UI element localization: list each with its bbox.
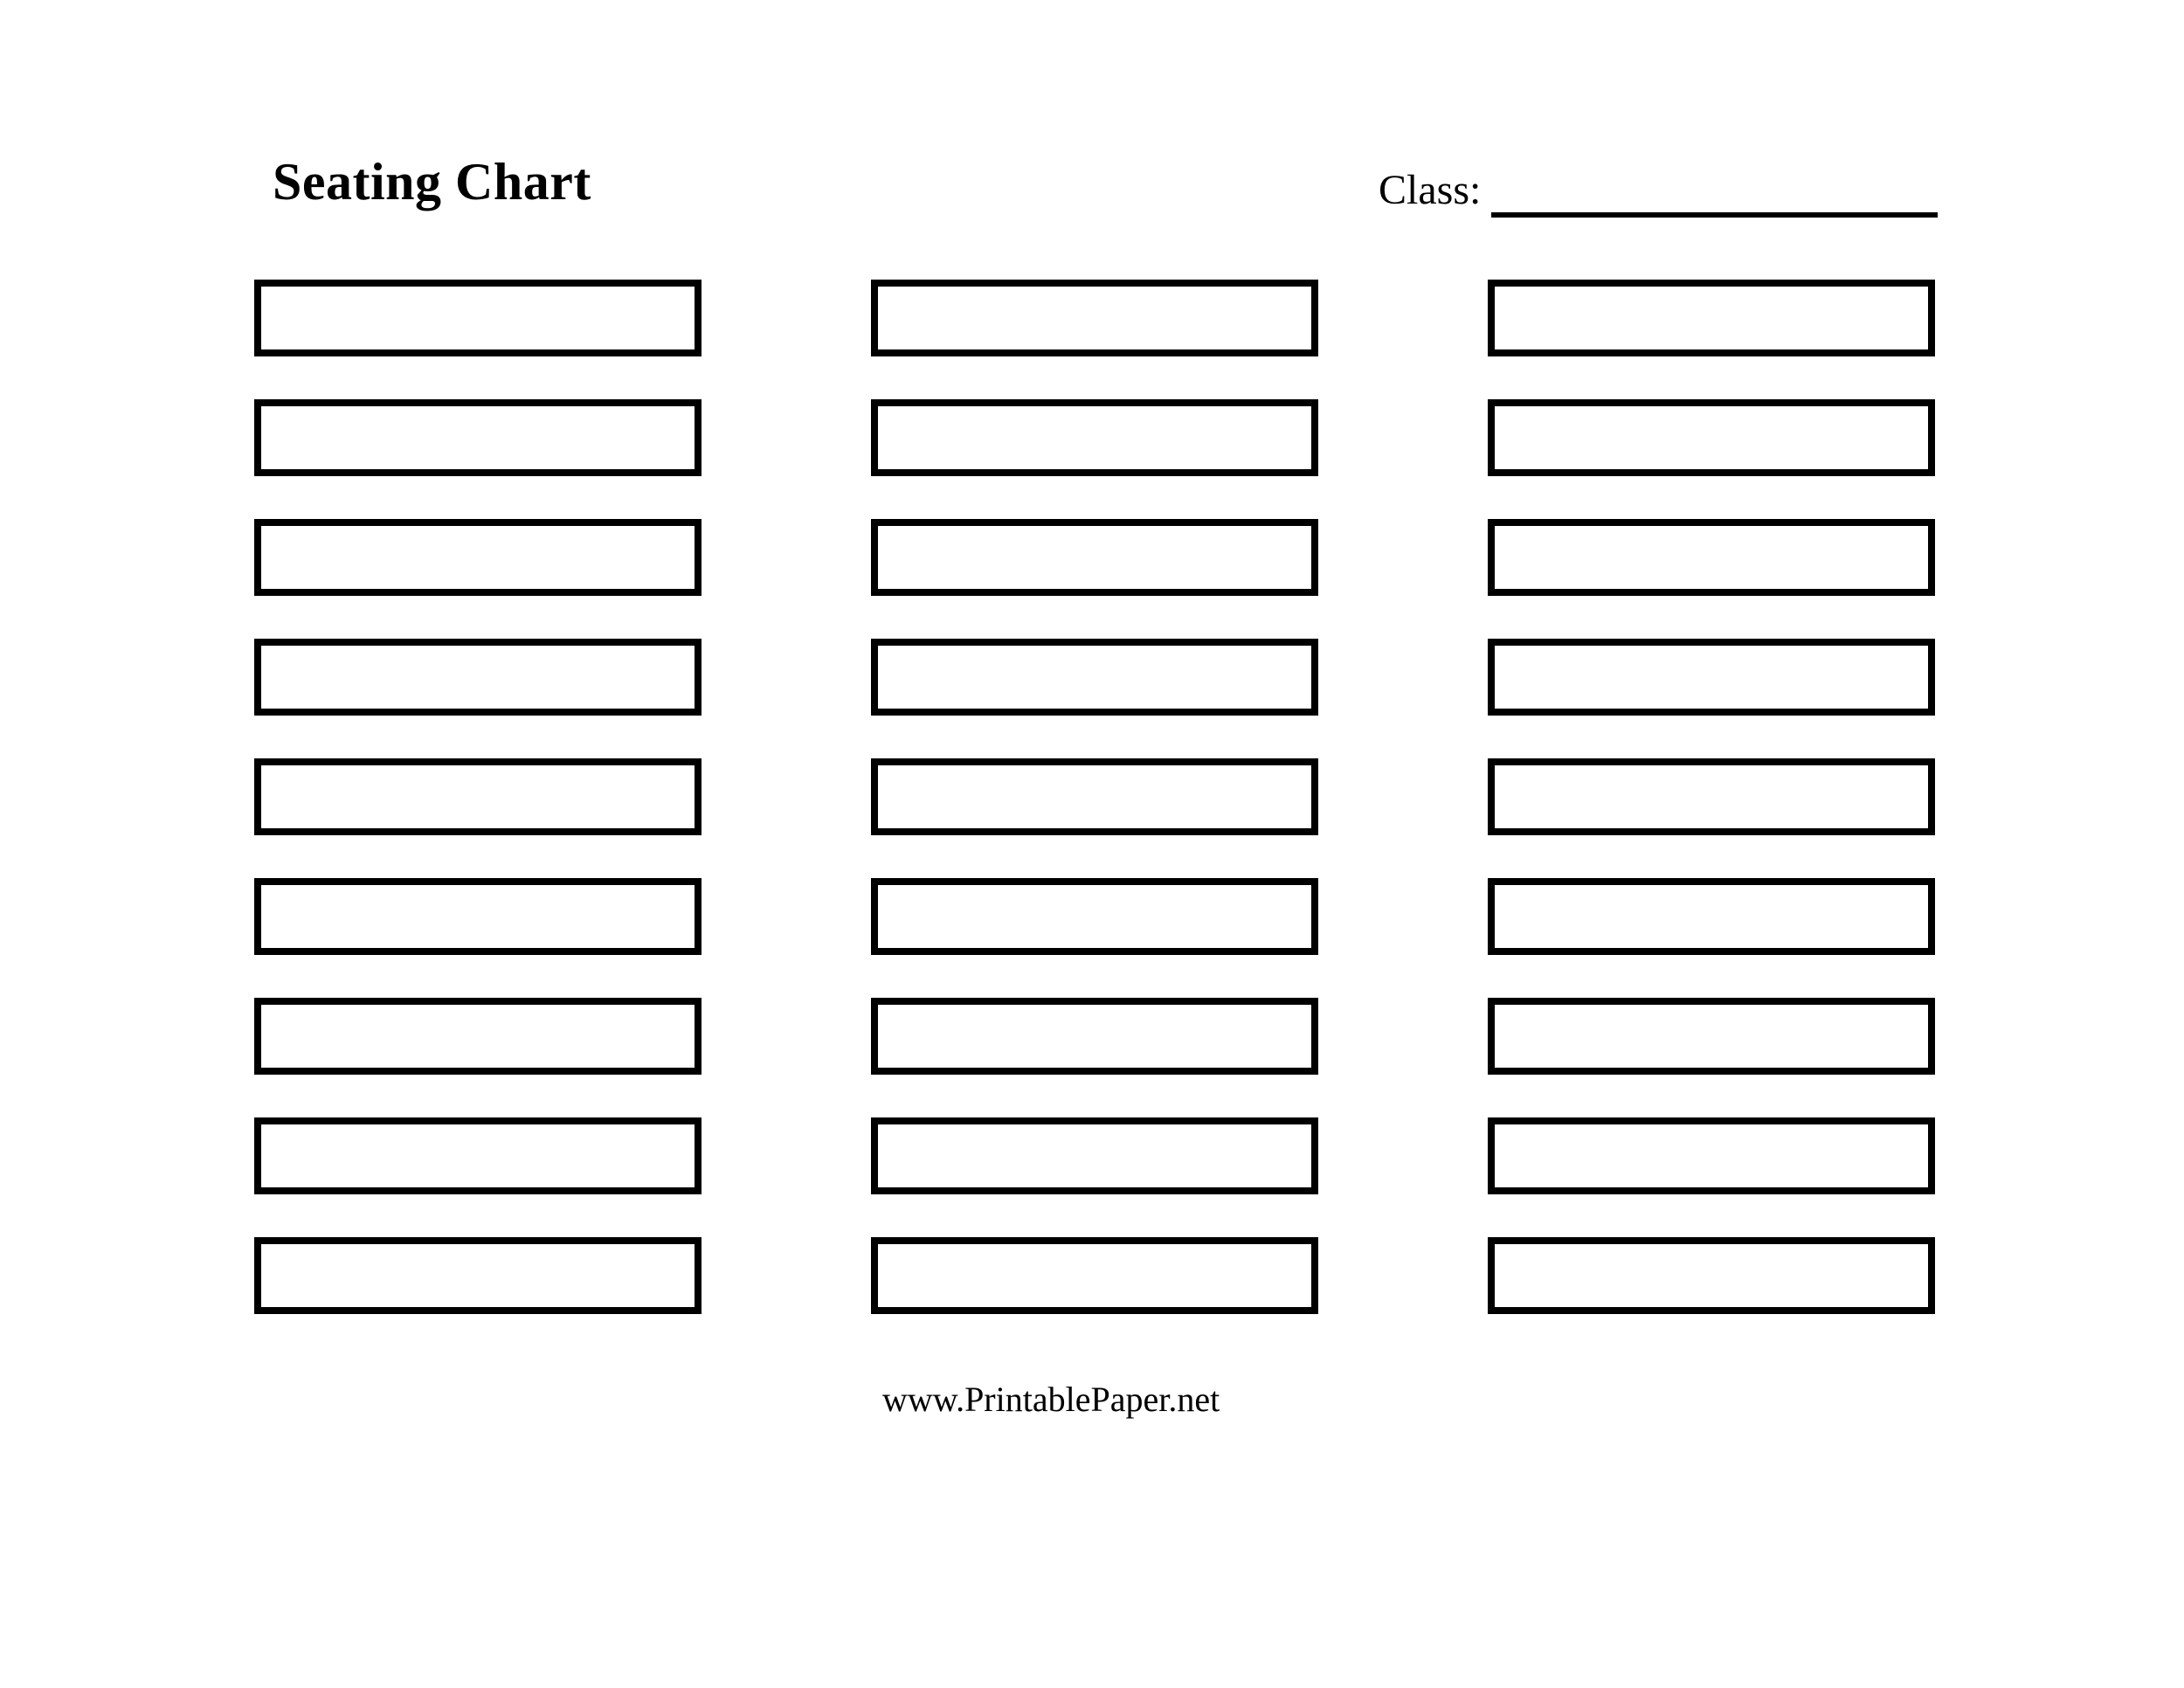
class-blank-line [1491,212,1938,218]
seat-grid [254,280,1935,1314]
seat-box [254,878,702,955]
seat-box [871,998,1318,1075]
seat-box [1488,1117,1935,1194]
seat-box [1488,998,1935,1075]
page-title: Seating Chart [273,153,591,211]
seat-box [254,1117,702,1194]
seat-column [254,280,702,1314]
footer-url: www.PrintablePaper.net [882,1380,1220,1419]
seat-column [1488,280,1935,1314]
seat-box [1488,758,1935,835]
seat-box [1488,519,1935,596]
seat-box [254,399,702,476]
seat-box [1488,639,1935,716]
seat-box [254,280,702,356]
seat-box [871,1237,1318,1314]
seat-box [254,639,702,716]
seat-box [871,519,1318,596]
seat-box [871,639,1318,716]
seat-box [254,758,702,835]
seat-box [1488,399,1935,476]
seat-column [871,280,1318,1314]
seat-box [1488,280,1935,356]
class-label: Class: [1379,167,1482,213]
seat-box [254,519,702,596]
seat-box [1488,878,1935,955]
seat-box [1488,1237,1935,1314]
seat-box [871,399,1318,476]
seat-box [254,998,702,1075]
seat-box [871,878,1318,955]
seat-box [254,1237,702,1314]
seat-box [871,758,1318,835]
seat-box [871,1117,1318,1194]
seat-box [871,280,1318,356]
